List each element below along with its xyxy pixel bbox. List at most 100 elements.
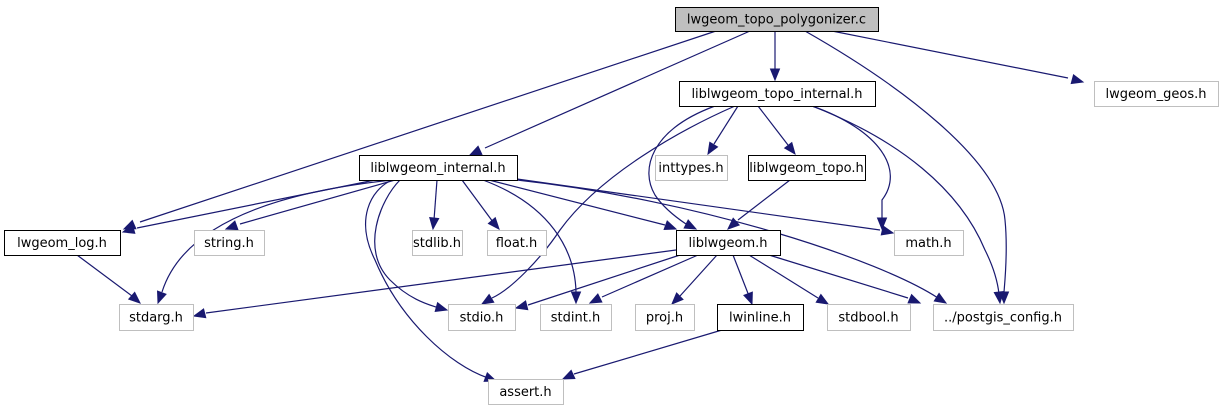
edge-topo_internal-to-liblwgeom (648, 105, 716, 230)
edge-line (811, 105, 1000, 295)
node-box[interactable] (679, 81, 876, 107)
edge-line (205, 249, 677, 314)
node-box (194, 230, 265, 256)
node-box[interactable] (675, 7, 879, 32)
node-box (487, 230, 547, 256)
node-geos: lwgeom_geos.h (1094, 81, 1219, 107)
edge-internal-to-stdint (482, 179, 582, 305)
edge-line (482, 179, 577, 293)
edge-line (484, 30, 751, 149)
arrowhead-icon (434, 301, 449, 313)
edge-internal-to-liblwgeom (488, 179, 678, 230)
arrowhead-icon (429, 216, 440, 231)
edge-line (648, 105, 716, 225)
node-label: liblwgeom_internal.h (370, 161, 505, 176)
node-root[interactable]: lwgeom_topo_polygonizer.c (675, 7, 879, 32)
node-stdint: stdint.h (540, 304, 612, 331)
node-internal[interactable]: liblwgeom_internal.h (359, 155, 518, 181)
edge-line (461, 179, 494, 223)
edge-line (365, 179, 489, 379)
edge-liblwgeom-to-proj (671, 254, 718, 305)
nodes-layer: lwgeom_topo_polygonizer.c liblwgeom_topo_… (4, 7, 1219, 405)
edge-line (239, 179, 396, 225)
edge-liblwgeom-to-stdbool (748, 254, 830, 305)
node-box[interactable] (4, 230, 121, 256)
node-label: math.h (905, 236, 951, 251)
node-log[interactable]: lwgeom_log.h (4, 230, 121, 256)
edge-liblwgeom-to-stdint (588, 254, 699, 304)
edge-line (527, 254, 681, 306)
node-string: string.h (194, 230, 265, 256)
node-box (119, 304, 194, 331)
edges-layer (76, 30, 1085, 382)
node-label: proj.h (646, 311, 683, 326)
arrowhead-icon (769, 68, 781, 82)
edge-line (139, 30, 717, 223)
node-label: stdlib.h (413, 236, 461, 251)
node-label: lwgeom_topo_polygonizer.c (687, 13, 866, 28)
edge-liblwgeom-to-postgis_config (768, 254, 922, 304)
edge-root-to-geos (831, 30, 1085, 85)
node-label: stdarg.h (129, 311, 183, 326)
edge-line (811, 105, 891, 219)
node-stdarg: stdarg.h (119, 304, 194, 331)
edge-line (713, 105, 739, 145)
arrowhead-icon (480, 293, 495, 305)
node-box (1094, 81, 1219, 107)
node-box (827, 304, 911, 331)
node-topo[interactable]: liblwgeom_topo.h (748, 155, 866, 181)
node-label: liblwgeom_topo.h (749, 161, 864, 176)
arrowhead-icon (671, 292, 684, 305)
node-stdbool: stdbool.h (827, 304, 911, 331)
node-box (412, 230, 463, 256)
arrowhead-icon (121, 223, 136, 234)
edge-internal-to-stdio (374, 179, 449, 313)
edge-internal-to-log (121, 179, 376, 234)
arrowhead-icon (224, 220, 239, 231)
arrowhead-icon (487, 216, 500, 231)
arrowhead-icon (570, 291, 582, 305)
node-box[interactable] (359, 155, 518, 181)
edge-line (737, 179, 791, 221)
node-assert: assert.h (488, 379, 564, 405)
edge-topo_internal-to-inttypes (707, 105, 739, 156)
node-label: liblwgeom.h (689, 236, 768, 251)
node-stdlib: stdlib.h (412, 230, 463, 256)
arrowhead-icon (588, 293, 603, 304)
edge-root-to-internal (468, 30, 751, 156)
edge-liblwgeom-to-stdarg (192, 249, 677, 319)
edge-line (573, 329, 723, 375)
node-box (488, 379, 564, 405)
node-box (894, 230, 964, 256)
node-label: float.h (496, 236, 538, 251)
node-box[interactable] (748, 155, 866, 181)
node-label: liblwgeom_topo_internal.h (691, 87, 862, 102)
node-math: math.h (894, 230, 964, 256)
node-label: stdbool.h (838, 311, 898, 326)
node-float: float.h (487, 230, 547, 256)
edge-line (136, 179, 376, 229)
node-label: stdint.h (551, 311, 600, 326)
edge-line (679, 254, 718, 297)
edge-line (374, 179, 437, 308)
arrowhead-icon (743, 291, 753, 306)
node-proj: proj.h (635, 304, 695, 331)
node-box (933, 304, 1074, 331)
edge-line (76, 254, 133, 297)
arrowhead-icon (1070, 73, 1085, 85)
edge-internal-to-stdlib (429, 179, 440, 231)
node-box (635, 304, 695, 331)
node-stdio: stdio.h (448, 304, 516, 331)
node-lwinline[interactable]: lwinline.h (717, 304, 804, 331)
node-liblwgeom[interactable]: liblwgeom.h (676, 230, 781, 256)
node-topo_internal[interactable]: liblwgeom_topo_internal.h (679, 81, 876, 107)
node-box[interactable] (676, 230, 781, 256)
edge-root-to-topo_internal (769, 31, 781, 82)
node-box[interactable] (717, 304, 804, 331)
arrowhead-icon (127, 291, 141, 304)
edge-line (804, 30, 1007, 293)
node-label: lwgeom_geos.h (1106, 87, 1207, 102)
node-postgis_config: ../postgis_config.h (933, 304, 1074, 331)
node-box (448, 304, 516, 331)
